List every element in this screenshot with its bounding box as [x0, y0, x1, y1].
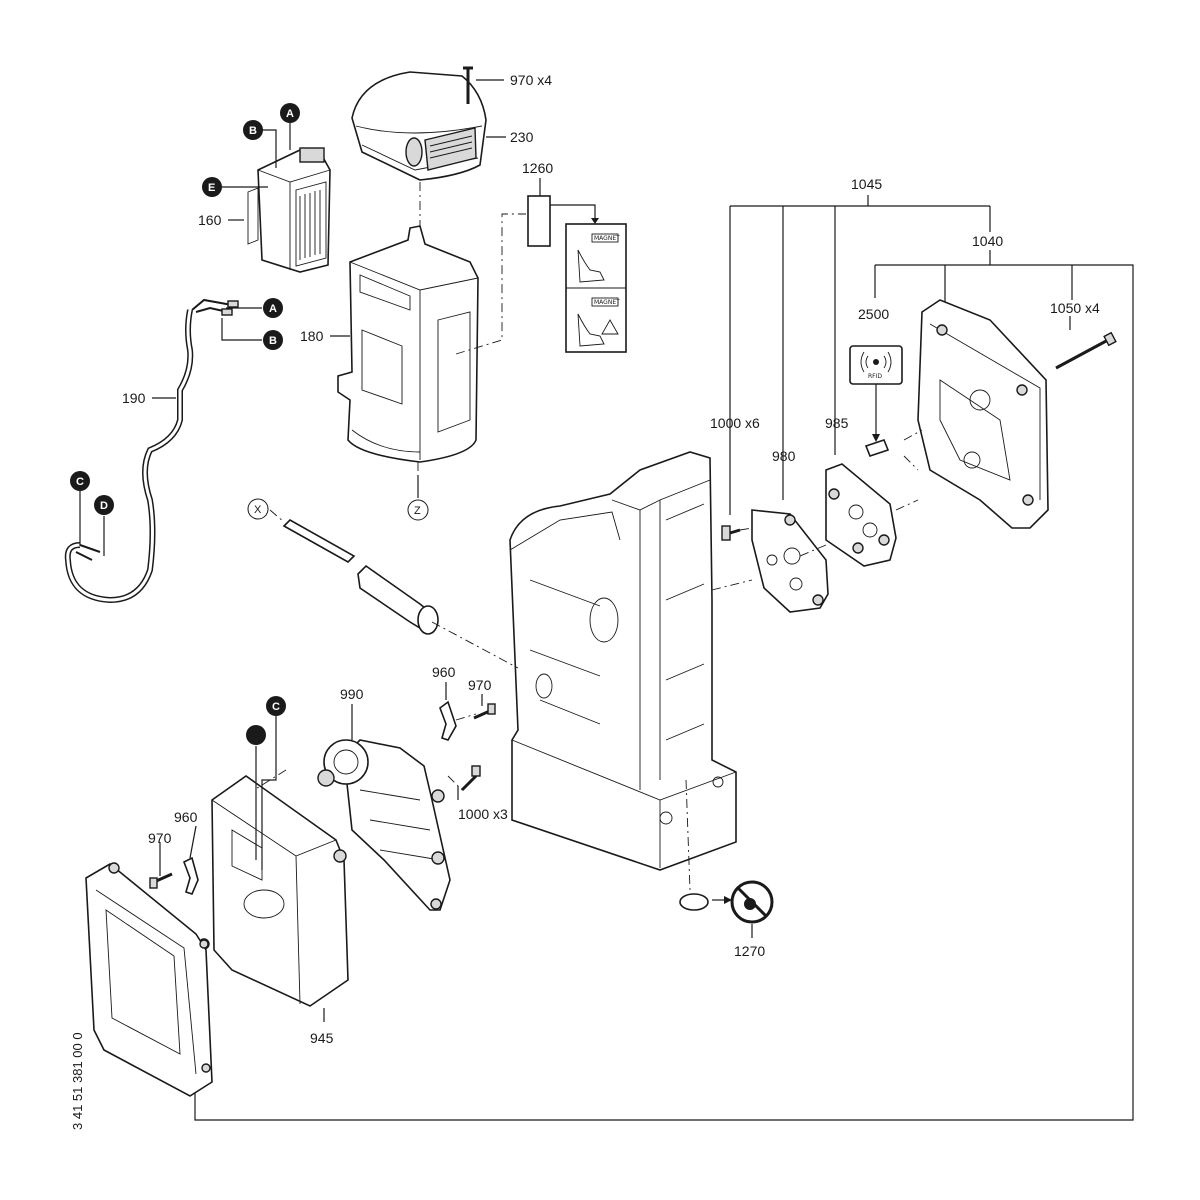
- box-945: [198, 775, 349, 1007]
- label-1040: 1040: [972, 233, 1003, 249]
- marker-a-top: A: [280, 103, 300, 123]
- label-1000x6: 1000 x6: [710, 415, 760, 431]
- label-970-lower: 970: [148, 830, 172, 846]
- circuit-board-990: [317, 739, 451, 911]
- svg-text:C: C: [272, 701, 280, 713]
- svg-text:Z: Z: [414, 505, 421, 517]
- cable-190: [64, 298, 239, 604]
- label-1260: MAGNET MAGNET: [527, 195, 627, 353]
- label-960-lower: 960: [174, 809, 198, 825]
- screw-1000x6: [721, 525, 741, 541]
- label-1270: 1270: [734, 943, 765, 959]
- marker-d: D: [94, 495, 114, 515]
- marker-a-cable: A: [263, 298, 283, 318]
- label-1000x3: 1000 x3: [458, 806, 508, 822]
- housing-180: [337, 225, 479, 463]
- screw-970-mid: [473, 703, 496, 720]
- svg-text:A: A: [269, 303, 277, 315]
- rfid-card-2500: RFID: [849, 345, 903, 457]
- screw-1050x4: [1055, 331, 1117, 370]
- center-lines: [253, 182, 923, 891]
- clip-960-lower: [182, 856, 199, 895]
- main-frame: [509, 451, 737, 871]
- label-945: 945: [310, 1030, 334, 1046]
- label-1050x4: 1050 x4: [1050, 300, 1100, 316]
- svg-text:B: B: [249, 125, 257, 137]
- screw-970-top: [463, 66, 473, 104]
- label-980: 980: [772, 448, 796, 464]
- rfid-text: RFID: [868, 373, 882, 380]
- marker-x: X: [247, 498, 269, 520]
- plate-980: [751, 509, 829, 613]
- bracket-lines: [194, 195, 1134, 1121]
- label-1260: 1260: [522, 160, 553, 176]
- top-cover-230: [351, 71, 487, 181]
- svg-text:B: B: [269, 335, 277, 347]
- connector-markers: A B E A B C D C: [70, 103, 429, 745]
- label-990: 990: [340, 686, 364, 702]
- marker-z: Z: [407, 499, 429, 521]
- label-1045: 1045: [851, 176, 882, 192]
- leader-lines: [79, 79, 1071, 1022]
- front-cover: [85, 862, 213, 1097]
- svg-text:X: X: [254, 504, 262, 516]
- plate-985: [825, 463, 897, 567]
- marker-blank: [246, 725, 266, 745]
- svg-text:C: C: [76, 476, 84, 488]
- magnet-label-top: MAGNET: [594, 235, 620, 242]
- cover-1040: [917, 299, 1049, 529]
- disc-1270: [679, 880, 774, 924]
- label-2500: 2500: [858, 306, 889, 322]
- screw-1000x3: [460, 765, 481, 792]
- rod-parts: [282, 519, 439, 635]
- document-number: 3 41 51 381 00 0: [70, 1032, 85, 1130]
- svg-text:D: D: [100, 500, 108, 512]
- marker-e: E: [202, 177, 222, 197]
- label-180: 180: [300, 328, 324, 344]
- marker-c-box: C: [266, 696, 286, 716]
- label-160: 160: [198, 212, 222, 228]
- part-labels: 970 x4 230 1260 1045 1040 2500 1050 x4 1…: [122, 72, 1100, 1046]
- module-160: [247, 147, 331, 273]
- label-190: 190: [122, 390, 146, 406]
- label-230: 230: [510, 129, 534, 145]
- screw-970-lower: [149, 872, 173, 889]
- label-960-upper: 960: [432, 664, 456, 680]
- label-970-mid: 970: [468, 677, 492, 693]
- magnet-label-bottom: MAGNET: [594, 299, 620, 306]
- marker-b-top: B: [243, 120, 263, 140]
- marker-b-cable: B: [263, 330, 283, 350]
- svg-text:A: A: [286, 108, 294, 120]
- label-985: 985: [825, 415, 849, 431]
- label-970x4: 970 x4: [510, 72, 552, 88]
- clip-960-upper: [439, 700, 457, 741]
- marker-c-cable: C: [70, 471, 90, 491]
- svg-text:E: E: [208, 182, 215, 194]
